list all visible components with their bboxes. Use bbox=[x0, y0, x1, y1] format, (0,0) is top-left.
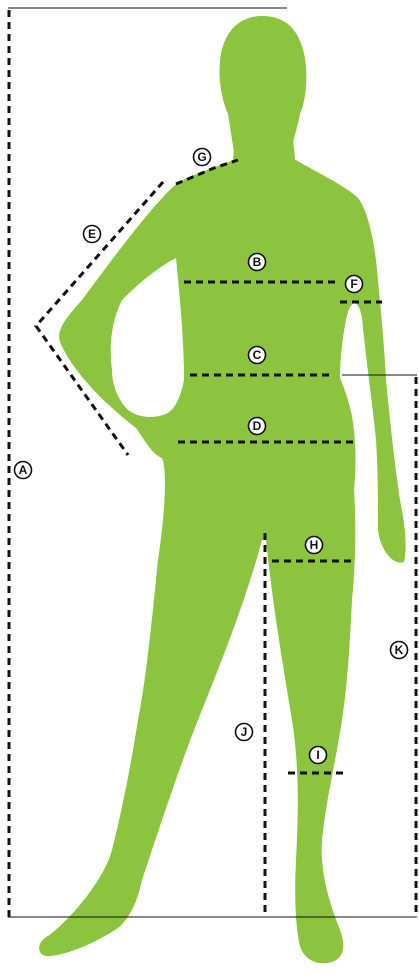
marker-c-label: C bbox=[253, 348, 262, 362]
marker-i: I bbox=[310, 747, 327, 764]
marker-a: A bbox=[15, 462, 32, 479]
marker-f-label: F bbox=[350, 277, 357, 291]
marker-k-label: K bbox=[395, 643, 404, 657]
marker-c: C bbox=[249, 347, 266, 364]
marker-j: J bbox=[236, 724, 253, 741]
marker-d-label: D bbox=[253, 419, 262, 433]
marker-b-label: B bbox=[253, 255, 262, 269]
marker-g-label: G bbox=[197, 150, 206, 164]
marker-e-label: E bbox=[88, 227, 96, 241]
marker-e: E bbox=[84, 226, 101, 243]
marker-d: D bbox=[249, 418, 266, 435]
marker-j-label: J bbox=[241, 725, 248, 739]
marker-h: H bbox=[306, 537, 323, 554]
marker-i-label: I bbox=[316, 748, 319, 762]
marker-k: K bbox=[391, 642, 408, 659]
marker-b: B bbox=[249, 254, 266, 271]
marker-f: F bbox=[346, 276, 363, 293]
marker-g: G bbox=[194, 149, 211, 166]
body-silhouette-icon bbox=[39, 16, 406, 963]
marker-a-label: A bbox=[19, 463, 28, 477]
marker-h-label: H bbox=[310, 538, 319, 552]
